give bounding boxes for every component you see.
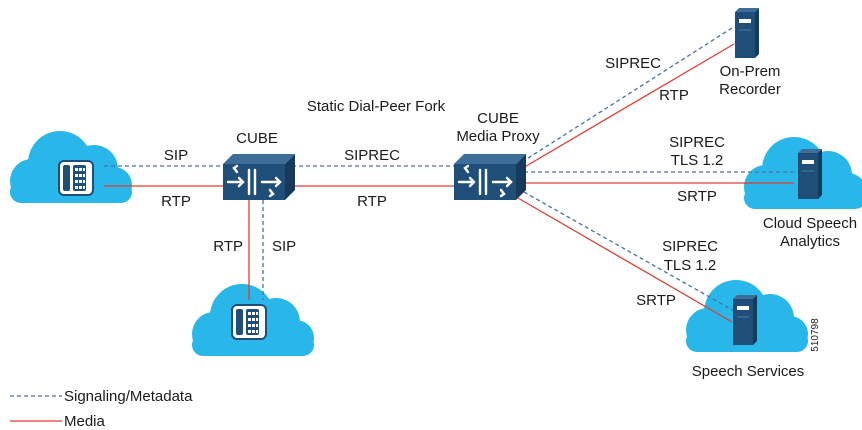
cube-media-proxy-label-line1: CUBE xyxy=(477,110,519,127)
legend-media-label: Media xyxy=(64,413,106,430)
cube-media-proxy-router-icon xyxy=(452,152,528,202)
on-prem-label-line1: On-Prem xyxy=(720,63,781,80)
left-ip-phone-icon xyxy=(58,160,94,196)
speech-services-label: Speech Services xyxy=(692,363,805,380)
speech-services-server-icon xyxy=(732,294,758,346)
legend-signaling-label: Signaling/Metadata xyxy=(64,388,193,405)
legend: Signaling/Metadata Media xyxy=(10,388,193,430)
cube-media-proxy-label-line2: Media Proxy xyxy=(456,128,540,145)
sip-left-label: SIP xyxy=(164,147,188,164)
cloud-speech-server-icon xyxy=(797,148,823,200)
static-fork-label: Static Dial-Peer Fork xyxy=(307,98,446,115)
tls-cloud-label: TLS 1.2 xyxy=(671,152,724,169)
srtp-line-speech xyxy=(517,197,733,323)
rtp-left-label: RTP xyxy=(161,193,191,210)
siprec-speech-label: SIPREC xyxy=(662,238,718,255)
rtp-line-top xyxy=(515,43,735,173)
siprec-cloud-label: SIPREC xyxy=(669,134,725,151)
cube-router-icon xyxy=(221,152,297,202)
cloud-speech-label-line2: Analytics xyxy=(780,233,840,250)
siprec-top-label: SIPREC xyxy=(605,55,661,72)
on-prem-recorder-server-icon xyxy=(734,7,760,59)
figure-id: 510798 xyxy=(810,318,821,352)
rtp-mid-label: RTP xyxy=(357,193,387,210)
sip-down-label: SIP xyxy=(272,238,296,255)
srtp-cloud-label: SRTP xyxy=(677,188,717,205)
siprec-line-speech xyxy=(523,191,737,313)
rtp-top-label: RTP xyxy=(659,87,689,104)
bottom-ip-phone-icon xyxy=(231,304,267,340)
srtp-speech-label: SRTP xyxy=(636,292,676,309)
cloud-speech-label-line1: Cloud Speech xyxy=(763,215,857,232)
tls-speech-label: TLS 1.2 xyxy=(664,257,717,274)
cube-label: CUBE xyxy=(236,130,278,147)
siprec-mid-label: SIPREC xyxy=(344,147,400,164)
rtp-down-label: RTP xyxy=(213,238,243,255)
on-prem-label-line2: Recorder xyxy=(719,81,781,98)
